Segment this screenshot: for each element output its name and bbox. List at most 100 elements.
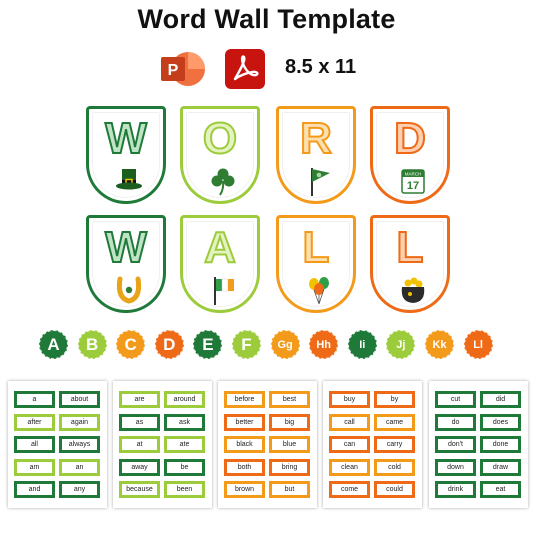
word-card: black: [224, 436, 265, 453]
word-card: don't: [435, 436, 476, 453]
word-card: drink: [435, 481, 476, 498]
word-card: down: [435, 458, 476, 476]
word-card: because: [119, 481, 160, 498]
alphabet-circle-gg: Gg: [270, 330, 300, 359]
banner-inner-border: [282, 112, 350, 198]
banner-inner-border: [376, 112, 444, 198]
banner-inner-border: [186, 221, 254, 307]
word-card: am: [14, 458, 55, 476]
word-card: but: [269, 481, 310, 498]
word-card: could: [374, 481, 415, 498]
word-card: call: [329, 413, 370, 431]
word-card: all: [14, 436, 55, 453]
alphabet-circle-a: A: [39, 330, 68, 359]
banner-inner-border: [282, 221, 350, 307]
alphabet-circle-kk: Kk: [425, 330, 454, 359]
word-card: about: [59, 391, 100, 408]
banner-inner-border: [92, 112, 160, 198]
banner-letter-l: L: [370, 215, 450, 313]
word-card: draw: [480, 458, 521, 476]
alphabet-circle-b: B: [77, 330, 107, 359]
banner-letter-w: W: [86, 106, 166, 204]
svg-text:P: P: [168, 62, 179, 79]
word-card: an: [59, 458, 100, 476]
horseshoe-icon: [116, 276, 142, 304]
powerpoint-icon: P: [161, 52, 205, 86]
alphabet-circle-f: F: [232, 330, 261, 359]
march-17-calendar-icon: MARCH 17: [401, 169, 425, 194]
word-card: after: [14, 413, 55, 431]
pot-of-gold-icon: [401, 277, 425, 303]
word-card: are: [119, 391, 160, 408]
word-card: did: [480, 391, 521, 408]
calendar-month: MARCH: [405, 172, 422, 177]
word-card: bring: [269, 458, 310, 476]
word-card: by: [374, 391, 415, 408]
alphabet-circle-hh: Hh: [309, 330, 339, 359]
irish-flag-icon: [214, 277, 234, 305]
banner-letter: L: [396, 223, 425, 272]
shamrock-flag-icon: [311, 168, 330, 196]
alphabet-circle-d: D: [154, 330, 184, 359]
word-card: a: [14, 391, 55, 408]
banner-letter: O: [202, 114, 238, 163]
calendar-day: 17: [407, 180, 419, 192]
banner-letter: D: [393, 114, 427, 163]
word-card: be: [164, 458, 205, 476]
banner-letter-r: R: [276, 106, 356, 204]
word-card: done: [480, 436, 521, 453]
banner-letter: L: [302, 223, 331, 272]
word-card: ask: [164, 413, 205, 431]
word-card: big: [269, 413, 310, 431]
word-card: cut: [435, 391, 476, 408]
word-card: at: [119, 436, 160, 453]
alphabet-circle-c: C: [116, 330, 146, 359]
page-size-label: 8.5 x 11: [285, 56, 357, 78]
banner-inner-border: [92, 221, 160, 307]
word-card: carry: [374, 436, 415, 453]
banner-letter: R: [299, 114, 333, 163]
pdf-icon: [225, 49, 265, 89]
banner-letter-a: A: [180, 215, 260, 313]
alphabet-circle-ll: Ll: [463, 330, 493, 359]
word-card: always: [59, 436, 100, 453]
word-card: around: [164, 391, 205, 408]
banner-inner-border: [186, 112, 254, 198]
alphabet-circle-ii: Ii: [347, 330, 377, 359]
word-card: best: [269, 391, 310, 408]
word-card: cold: [374, 458, 415, 476]
banner-letter-d: D MARCH 17: [370, 106, 450, 204]
page-title: Word Wall Template: [137, 4, 396, 34]
word-card: been: [164, 481, 205, 498]
balloons-icon: [309, 277, 329, 305]
banner-letter-l: L: [276, 215, 356, 313]
word-card: both: [224, 458, 265, 476]
word-card: come: [329, 481, 370, 498]
leprechaun-hat-icon: [116, 169, 142, 190]
word-card: can: [329, 436, 370, 453]
word-card: ate: [164, 436, 205, 453]
word-card: eat: [480, 481, 521, 498]
shamrock-icon: [211, 168, 235, 196]
word-card: blue: [269, 436, 310, 453]
banner-letter-o: O: [180, 106, 260, 204]
alphabet-circle-e: E: [193, 330, 223, 359]
word-card: better: [224, 413, 265, 431]
word-card: again: [59, 413, 100, 431]
banner-inner-border: [376, 221, 444, 307]
word-card: before: [224, 391, 265, 408]
banner-letter: W: [104, 114, 148, 163]
banner-letter: A: [203, 223, 237, 272]
word-card: away: [119, 458, 160, 476]
word-card: do: [435, 413, 476, 431]
alphabet-circle-jj: Jj: [386, 330, 416, 359]
word-card: came: [374, 413, 415, 431]
word-card: any: [59, 481, 100, 498]
word-card: clean: [329, 458, 370, 476]
word-card: as: [119, 413, 160, 431]
banner-letter: W: [104, 223, 148, 272]
banner-letter-w: W: [86, 215, 166, 313]
